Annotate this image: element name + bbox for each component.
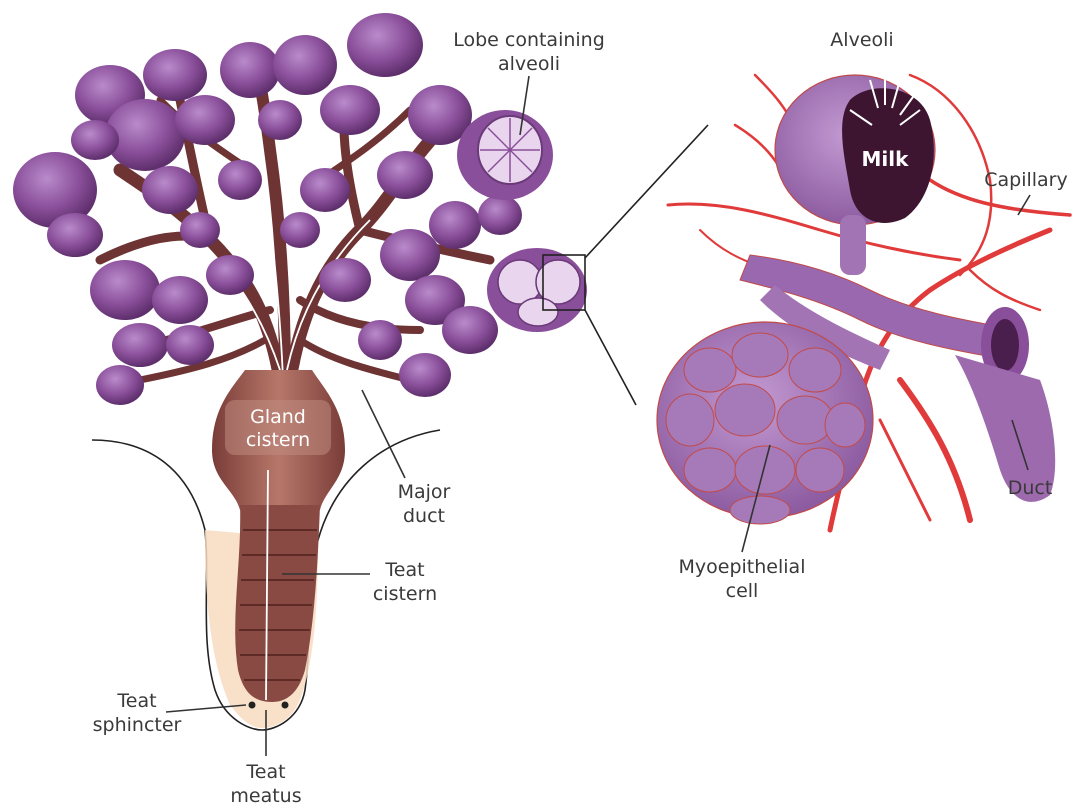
lobe-cross-section bbox=[457, 110, 553, 200]
svg-text:meatus: meatus bbox=[230, 785, 301, 807]
svg-text:Alveoli: Alveoli bbox=[830, 29, 893, 51]
svg-text:Capillary: Capillary bbox=[984, 169, 1068, 191]
label-teat-meatus: Teat meatus bbox=[230, 710, 301, 807]
svg-text:Teat: Teat bbox=[245, 761, 285, 783]
svg-text:cistern: cistern bbox=[373, 583, 437, 605]
alveolus-upper bbox=[775, 75, 935, 275]
label-gland-cistern: Gland cistern bbox=[246, 406, 310, 451]
svg-text:Major: Major bbox=[398, 481, 451, 503]
svg-text:duct: duct bbox=[403, 505, 445, 527]
svg-text:Myoepithelial: Myoepithelial bbox=[679, 556, 806, 578]
svg-text:Teat: Teat bbox=[116, 690, 156, 712]
label-milk: Milk bbox=[862, 147, 910, 171]
label-major-duct: Major duct bbox=[362, 390, 451, 527]
svg-text:Lobe containing: Lobe containing bbox=[453, 29, 605, 51]
svg-text:cistern: cistern bbox=[246, 429, 310, 451]
label-alveoli: Alveoli bbox=[830, 29, 893, 51]
svg-text:Gland: Gland bbox=[250, 406, 306, 428]
svg-text:Milk: Milk bbox=[862, 147, 910, 171]
lobe-section-small bbox=[487, 248, 587, 332]
label-capillary: Capillary bbox=[984, 169, 1068, 215]
svg-text:Duct: Duct bbox=[1008, 477, 1053, 499]
svg-text:cell: cell bbox=[726, 580, 759, 602]
svg-text:Teat: Teat bbox=[384, 559, 424, 581]
label-teat-sphincter: Teat sphincter bbox=[93, 690, 246, 736]
svg-text:sphincter: sphincter bbox=[93, 714, 182, 736]
svg-text:alveoli: alveoli bbox=[498, 53, 560, 75]
